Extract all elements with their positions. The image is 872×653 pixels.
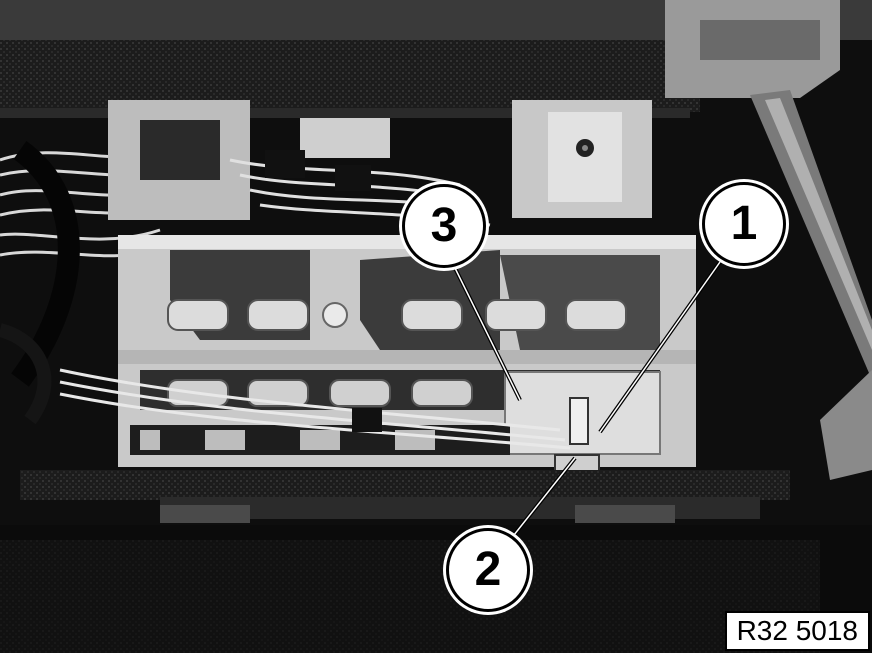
middle-upper-bracket [300, 118, 390, 158]
wire-clip-1 [265, 150, 305, 178]
right-lower-rail [820, 370, 872, 480]
leader-line-3-halo [454, 267, 521, 401]
latch-tab [569, 397, 589, 445]
callout-2: 2 [446, 528, 530, 612]
right-rail-inner [765, 98, 872, 350]
carrier-boss [322, 302, 348, 328]
shelf-foot-right [575, 505, 675, 523]
top-panel-edge [0, 108, 690, 118]
left-upper-bracket-hole [140, 120, 220, 180]
leader-line-1-halo [599, 261, 721, 433]
wire-bundle-front [59, 368, 571, 450]
screw-center [582, 145, 588, 151]
right-rail [750, 90, 872, 380]
carrier-divider [118, 350, 696, 364]
leader-line-2-halo [509, 457, 576, 541]
black-cable-left-2 [0, 323, 52, 425]
right-bracket-shadow [700, 20, 820, 60]
wire-clip-2 [335, 165, 371, 191]
floor-grain [0, 540, 820, 653]
shelf-foot-left [160, 505, 250, 523]
bottom-shelf [20, 470, 790, 500]
reference-code: R32 5018 [724, 610, 870, 651]
callout-3: 3 [402, 184, 486, 268]
callout-1: 1 [702, 182, 786, 266]
wire-clip-front [352, 408, 382, 432]
slots-upper [167, 299, 627, 331]
